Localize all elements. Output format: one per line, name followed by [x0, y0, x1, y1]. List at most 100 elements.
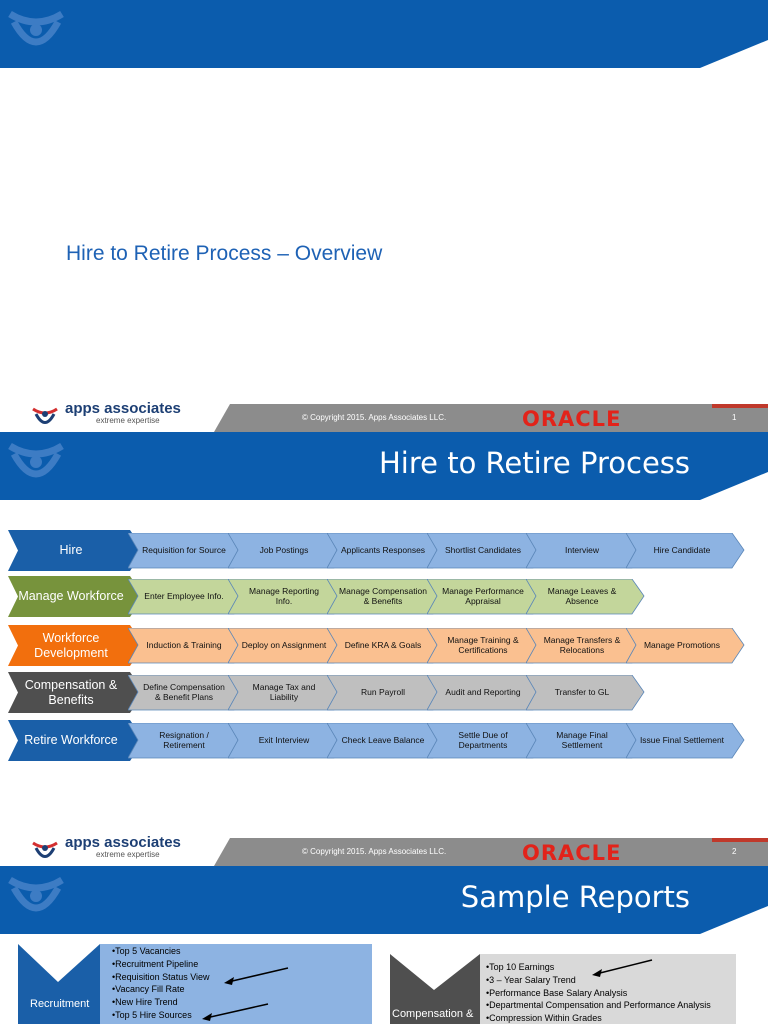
process-row-label-text: Workforce Development	[34, 630, 108, 660]
brand-swoosh-icon	[32, 407, 58, 424]
arrow-head-icon	[224, 977, 234, 985]
process-step: Audit and Reporting	[427, 675, 546, 711]
process-step-label: Check Leave Balance	[341, 734, 425, 745]
process-step-label: Manage Performance Appraisal	[442, 585, 524, 607]
process-step: Job Postings	[228, 533, 347, 569]
process-row-label: Retire Workforce	[8, 720, 144, 761]
process-step-label: Define Compensation & Benefit Plans	[143, 681, 225, 703]
list-item: Departmental Compensation and Performanc…	[486, 999, 711, 1012]
process-step: Interview	[526, 533, 645, 569]
list-item: Top 5 Vacancies	[112, 945, 210, 958]
process-step: Manage Transfers & Relocations	[526, 628, 645, 664]
arrow-icon	[205, 1003, 269, 1019]
process-row-label-text: Manage Workforce	[18, 589, 124, 603]
process-step: Define KRA & Goals	[327, 628, 446, 664]
footer-bar	[214, 838, 768, 866]
process-step: Manage Tax and Liability	[228, 675, 347, 711]
header-banner	[0, 0, 768, 68]
recruitment-label: Recruitment	[30, 998, 90, 1010]
process-row-label: Workforce Development	[8, 625, 144, 666]
oracle-logo: ORACLE	[522, 407, 622, 431]
process-step: Manage Leaves & Absence	[526, 579, 645, 615]
process-step-label: Issue Final Settlement	[639, 734, 725, 745]
process-step-label: Hire Candidate	[653, 544, 711, 555]
process-step: Induction & Training	[128, 628, 247, 664]
slide-title: Sample Reports	[460, 880, 690, 914]
process-step-label: Manage Reporting Info.	[249, 585, 319, 607]
process-row-label: Compensation & Benefits	[8, 672, 144, 713]
compensation-label: Compensation &	[392, 1008, 474, 1020]
process-step: Check Leave Balance	[327, 723, 446, 759]
list-item: 3 – Year Salary Trend	[486, 974, 711, 987]
process-step-label: Transfer to GL	[554, 686, 610, 697]
oracle-logo: ORACLE	[522, 841, 622, 865]
process-step-label: Interview	[564, 544, 599, 555]
slide-footer: apps associates extreme expertise © Copy…	[0, 832, 768, 866]
compensation-report-panel: Compensation & Top 10 Earnings 3 – Year …	[390, 954, 736, 1024]
process-step: Exit Interview	[228, 723, 347, 759]
process-step-label: Settle Due of Departments	[458, 729, 508, 751]
page-title: Hire to Retire Process – Overview	[66, 242, 383, 265]
list-item: Requisition Status View	[112, 971, 209, 984]
header-banner	[0, 432, 768, 500]
slide-2: Hire to Retire Process Hire Requisition f…	[0, 432, 768, 866]
list-item: Top 10 Earnings	[486, 961, 711, 974]
process-step-label: Deploy on Assignment	[241, 639, 327, 650]
slide-footer: apps associates extreme expertise © Copy…	[0, 398, 768, 432]
copyright-text: © Copyright 2015. Apps Associates LLC.	[302, 413, 447, 422]
list-item: Performance Base Salary Analysis	[486, 987, 711, 1000]
process-step-label: Manage Promotions	[643, 639, 721, 650]
process-step-label: Manage Transfers & Relocations	[543, 634, 621, 656]
page-number: 1	[732, 413, 737, 422]
process-step: Deploy on Assignment	[228, 628, 347, 664]
arrow-icon	[595, 959, 653, 975]
page-number: 2	[732, 847, 737, 856]
process-step-label: Job Postings	[259, 544, 309, 555]
recruitment-report-panel: Recruitment Top 5 Vacancies Recruitment …	[18, 944, 372, 1024]
process-step: Define Compensation & Benefit Plans	[128, 675, 247, 711]
process-step-label: Manage Leaves & Absence	[547, 585, 617, 607]
process-step: Applicants Responses	[327, 533, 446, 569]
process-step: Manage Performance Appraisal	[427, 579, 546, 615]
process-row-label-text: Hire	[59, 543, 83, 557]
process-step: Settle Due of Departments	[427, 723, 546, 759]
slide-1: Hire to Retire Process – Overview apps a…	[0, 0, 768, 432]
process-step: Run Payroll	[327, 675, 446, 711]
arrow-icon	[227, 967, 289, 983]
process-step-label: Manage Compensation & Benefits	[339, 585, 427, 607]
process-step-label: Audit and Reporting	[445, 686, 521, 697]
process-step: Hire Candidate	[626, 533, 745, 569]
process-step-label: Define KRA & Goals	[344, 639, 422, 650]
process-row-label: Hire	[8, 530, 144, 571]
process-step: Resignation / Retirement	[128, 723, 247, 759]
header-logo-icon	[8, 10, 64, 46]
list-item: Compression Within Grades	[486, 1012, 711, 1024]
brand-swoosh-icon	[32, 841, 58, 858]
list-item: Recruitment Pipeline	[112, 958, 210, 971]
process-step: Manage Final Settlement	[526, 723, 645, 759]
callout-arrows	[592, 959, 653, 977]
arrow-head-icon	[202, 1013, 212, 1021]
slide-header	[0, 0, 768, 68]
process-step-label: Requisition for Source	[142, 544, 226, 555]
recruitment-report-list: Top 5 Vacancies Recruitment Pipeline Req…	[112, 945, 210, 1022]
process-row-label-text: Compensation & Benefits	[24, 677, 118, 707]
process-step-label: Shortlist Candidates	[444, 544, 522, 555]
arrow-head-icon	[592, 969, 602, 977]
header-logo-icon	[8, 442, 64, 478]
process-step-label: Induction & Training	[146, 639, 222, 650]
header-banner	[0, 866, 768, 934]
process-step-label: Applicants Responses	[340, 544, 426, 555]
brand-tagline: extreme expertise	[96, 416, 160, 425]
process-step-label: Manage Tax and Liability	[252, 681, 316, 703]
process-step-label: Manage Final Settlement	[556, 729, 608, 751]
process-row-label-text: Retire Workforce	[24, 733, 118, 747]
slide-3: Sample Reports Recruitment Top 5 Vacanci…	[0, 866, 768, 1024]
process-step: Manage Reporting Info.	[228, 579, 347, 615]
header-logo-icon	[8, 876, 64, 912]
slide-title: Hire to Retire Process	[378, 446, 690, 480]
process-step: Manage Training & Certifications	[427, 628, 546, 664]
compensation-report-list: Top 10 Earnings 3 – Year Salary Trend Pe…	[486, 961, 711, 1024]
process-step: Enter Employee Info.	[128, 579, 247, 615]
process-step-label: Enter Employee Info.	[144, 590, 224, 601]
